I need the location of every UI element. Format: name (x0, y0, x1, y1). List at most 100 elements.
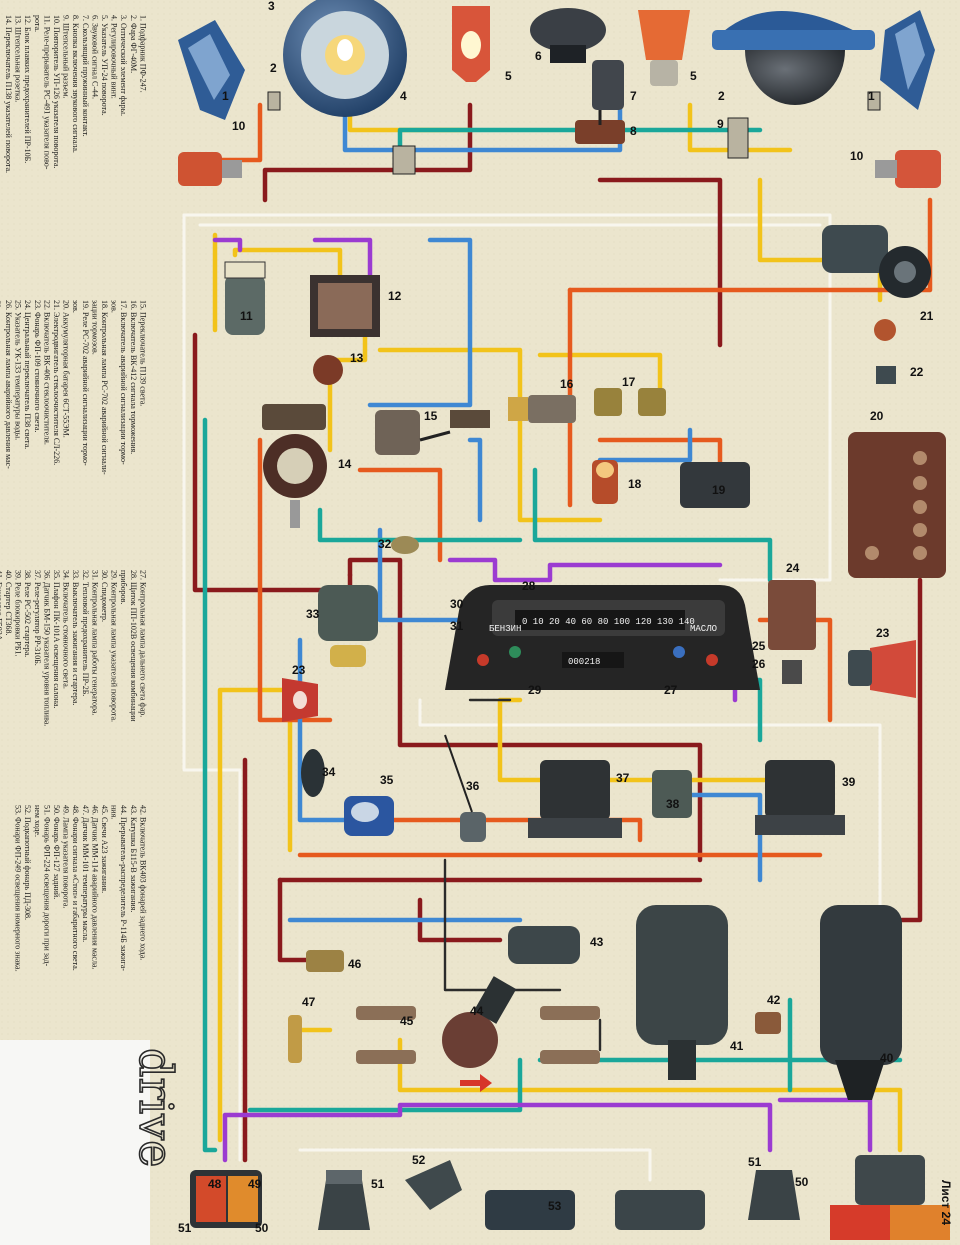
callout-number: 14 (338, 457, 352, 471)
callout-number: 44 (470, 1004, 484, 1018)
legend-entry: 1. Подфарник ПФ-247. (138, 15, 147, 93)
callout-number: 4 (400, 89, 407, 103)
fuse-block (310, 275, 380, 337)
horn-button-assembly (575, 60, 625, 144)
legend-entry: ла. (0, 300, 3, 310)
callout-number: 10 (850, 149, 864, 163)
legend-entry: 43. Катушка Б115-В зажигания. (129, 805, 138, 912)
legend-entry: 18. Контрольная лампа РС-702 аварийной с… (100, 300, 109, 475)
legend-entry: 41. Генератор Г502А. (0, 570, 3, 643)
legend-entry: 15. Переключатель П139 света. (138, 300, 147, 406)
ignition-coil (508, 926, 580, 964)
fuel-level-sender (444, 734, 486, 842)
starter-relay (652, 770, 692, 818)
left-sidelamp (178, 20, 245, 120)
legend-entry: 29. Контрольная лампа указателей поворот… (110, 570, 119, 722)
legend-entry: 8. Кнопка включения звукового сигнала. (71, 15, 80, 153)
callout-number: 1 (868, 89, 875, 103)
callout-number: 18 (628, 477, 642, 491)
callout-number: 23 (876, 626, 890, 640)
legend-entry: 38. Реле РС-502 стартера. (23, 570, 32, 657)
callout-number: 3 (268, 0, 275, 13)
legend-entry: 27. Контрольная лампа дальнего света фар… (138, 570, 147, 717)
callout-number: 19 (712, 483, 726, 497)
legend-entry: 10. Повторитель УП-126 указателя поворот… (52, 15, 61, 168)
callout-number: 51 (178, 1221, 192, 1235)
legend-entry: 21. Электродвигатель стеклоочистителя СЛ… (52, 300, 61, 465)
left-headlamp (283, 0, 407, 117)
light-switch (375, 410, 490, 455)
callout-number: 2 (718, 89, 725, 103)
underhood-lamp (405, 1160, 462, 1210)
legend-entry: 33. Выключатель зажигания и стартера. (71, 570, 80, 705)
callout-number: 43 (590, 935, 604, 949)
rear-lamp-right (830, 1155, 950, 1240)
generator (636, 905, 728, 1080)
reverse-light-switch (755, 1012, 781, 1034)
callout-number: 48 (208, 1177, 222, 1191)
callout-number: 22 (910, 365, 924, 379)
legend-entry: 32. Тепловой предохранитель ПР-2Б. (81, 570, 90, 696)
legend-entry: зации тормозов. (90, 300, 99, 355)
legend-entry: 2. Фара ФГ-40М. (129, 15, 138, 73)
legend-entry: 50. Фонарь ФП-127 задний. (52, 805, 61, 899)
legend-entry: 53. Фонари ФП-249 освещения номерного зн… (14, 805, 23, 972)
legend-entry: 49. Лампа указателя поворота. (62, 805, 71, 908)
legend-column-1: 1. Подфарник ПФ-247.2. Фара ФГ-40М.3. Оп… (4, 15, 147, 173)
legend-entry: 30. Спидометр. (100, 570, 109, 622)
callout-number: 23 (292, 663, 306, 677)
parking-lamp-right (848, 640, 916, 698)
callout-number: 35 (380, 773, 394, 787)
callout-number: 33 (306, 607, 320, 621)
legend-entry: 42. Включатель ВК403 фонарей заднего ход… (138, 805, 147, 960)
callout-number: 13 (350, 351, 364, 365)
callout-number: 16 (560, 377, 574, 391)
distributor (442, 976, 517, 1068)
legend-entry: 39. Реле блокировки РБ1. (14, 570, 23, 656)
connector-blocks (267, 91, 881, 175)
front-turn-lamp-right (638, 10, 690, 86)
callout-number: 34 (322, 765, 336, 779)
callout-number: 5 (690, 69, 697, 83)
spark-plugs (356, 1006, 600, 1064)
callout-number: 47 (302, 995, 316, 1009)
callout-number: 36 (466, 779, 480, 793)
callout-number: 6 (535, 49, 542, 63)
legend-entry: 31. Контрольная лампа работы генератора. (90, 570, 99, 716)
rotation-arrow-icon (460, 1074, 492, 1092)
callout-number: 52 (412, 1153, 426, 1167)
speed-scale: 0 10 20 40 60 80 100 120 130 140 (522, 617, 695, 627)
brake-warning-relay (680, 462, 750, 508)
legend-entry: 48. Фонари сигнала «Стоп» и габаритного … (71, 805, 80, 971)
voltage-regulator (528, 760, 622, 838)
legend-entry: 17. Включатель аварийной сигнализации то… (119, 300, 128, 465)
instrument-cluster (445, 585, 760, 690)
wiper-switch (874, 319, 896, 384)
callout-number: 21 (920, 309, 934, 323)
legend-entry: 14. Переключатель П138 указателей поворо… (4, 15, 13, 173)
callout-number: 41 (730, 1039, 744, 1053)
sheet-label: Лист 24 (939, 1180, 953, 1225)
callout-number: 27 (664, 683, 678, 697)
legend-entry: зов. (110, 300, 119, 313)
legend-entry: 4. Регулировочный винт. (110, 15, 119, 99)
ignition-switch (318, 585, 378, 667)
legend-entry: 22. Включатель ВК-406 стеклоочистителя. (42, 300, 51, 445)
horn (530, 8, 606, 63)
central-light-switch (768, 580, 816, 684)
callout-number: 50 (255, 1221, 269, 1235)
turn-signal-switch (262, 404, 327, 528)
callout-number: 49 (248, 1177, 262, 1191)
callout-number: 39 (842, 775, 856, 789)
legend-entry: 20. Аккумуляторная батарея 6СТ-55ЭМ. (62, 300, 71, 438)
front-repeater-left (178, 152, 242, 186)
callout-number: 53 (548, 1199, 562, 1213)
lockout-relay (755, 760, 845, 835)
legend-entry: 3. Оптический элемент фары. (119, 15, 128, 116)
legend-entry: 40. Стартер СТ368. (4, 570, 13, 636)
right-sidelamp (880, 10, 935, 110)
legend-entry: 51. Фонарь ФП-224 освещения дороги при з… (42, 805, 51, 967)
legend-entry: 16. Включатель ВК-412 сигнала торможения… (129, 300, 138, 454)
